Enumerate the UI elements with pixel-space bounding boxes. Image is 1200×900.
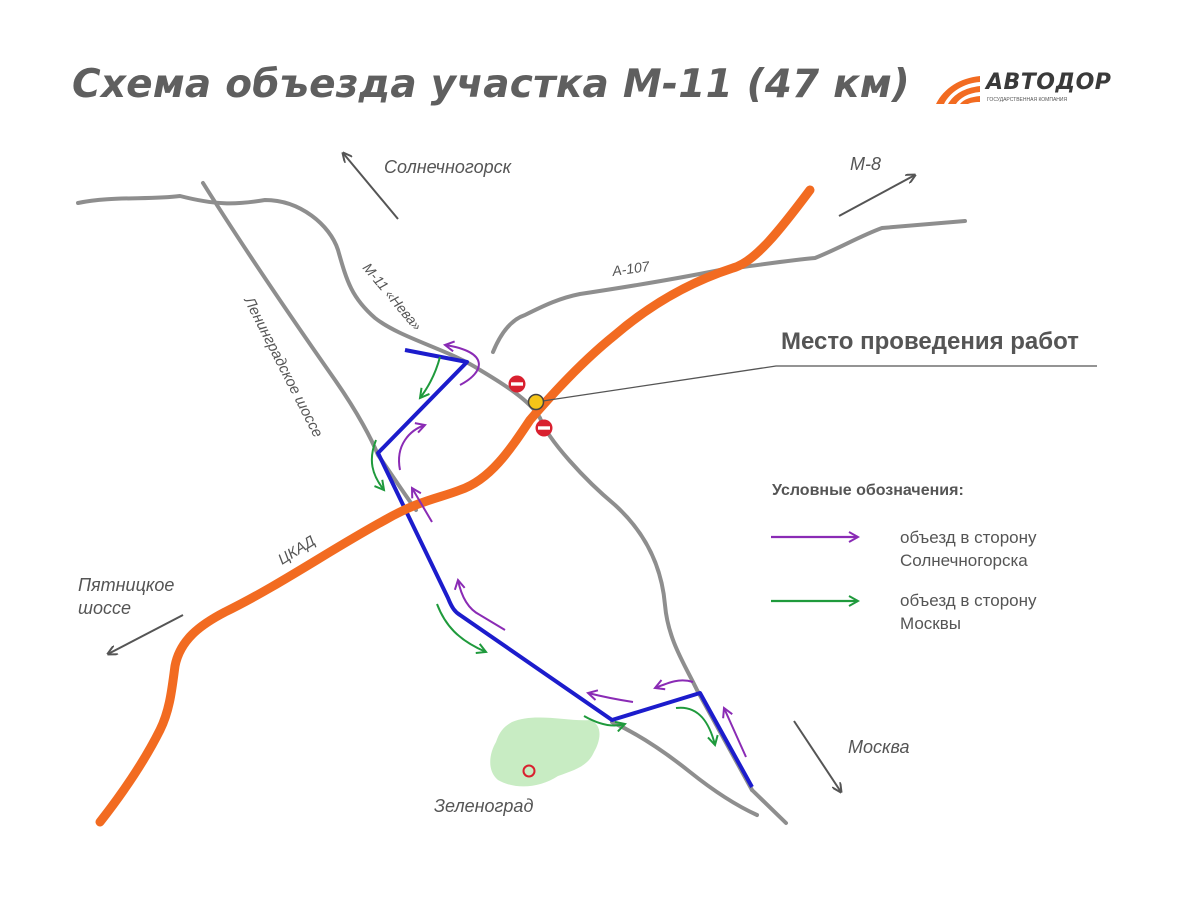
detour-route (376, 348, 754, 788)
work-site-label: Место проведения работ (781, 328, 1079, 355)
no-entry-sign-south-icon (535, 419, 553, 437)
purple-arrow-5 (588, 693, 634, 703)
road-m11-north (76, 194, 754, 792)
label-m8: М-8 (850, 154, 881, 174)
purple-arrow-6 (655, 680, 694, 688)
road-m11-south (750, 788, 788, 825)
arrow-to-solnechnogorsk-icon (343, 153, 399, 220)
legend-item-line1: объезд в сторону (900, 528, 1037, 547)
arrow-to-m8-icon (838, 175, 915, 217)
legend-title: Условные обозначения: (772, 482, 964, 499)
no-entry-sign-north-icon (508, 375, 526, 393)
legend-item-moskva: объезд в сторону Москвы (900, 589, 1037, 635)
work-site-leader-line (535, 365, 1097, 403)
label-zelenograd: Зеленоград (434, 796, 533, 816)
label-moskva: Москва (848, 737, 910, 757)
label-solnechnogorsk: Солнечногорск (384, 157, 513, 177)
purple-arrow-2 (398, 425, 425, 471)
purple-arrow-4 (458, 580, 506, 631)
legend-item-line2: Москвы (900, 614, 961, 633)
arrow-to-moskva-icon (793, 720, 841, 792)
work-site-marker-icon (527, 393, 545, 411)
avtodor-logo-icon (936, 76, 980, 104)
logo-subtitle: ГОСУДАРСТВЕННАЯ КОМПАНИЯ (987, 97, 1068, 103)
avtodor-logo: АВТОДОР ГОСУДАРСТВЕННАЯ КОМПАНИЯ (934, 70, 1124, 110)
purple-arrow-3 (412, 488, 433, 523)
green-arrow-4 (583, 715, 625, 726)
label-pyatnitskoe-1: Пятницкое (78, 575, 174, 595)
arrow-to-pyatnitskoe-icon (108, 614, 184, 654)
legend-item-line2: Солнечногорска (900, 551, 1028, 570)
zelenograd-area (490, 717, 600, 787)
label-m11: М-11 «Нева» (360, 260, 426, 334)
zelenograd-marker-icon (522, 764, 536, 778)
purple-arrow-7 (724, 708, 747, 758)
legend-item-solnechnogorsk: объезд в сторону Солнечногорска (900, 526, 1037, 572)
legend-item-line1: объезд в сторону (900, 591, 1037, 610)
label-pyatnitskoe-2: шоссе (78, 598, 131, 618)
purple-arrow-1 (445, 345, 480, 386)
green-arrow-3 (436, 603, 486, 652)
page-title: Схема объезда участка М-11 (47 км) (72, 62, 910, 107)
road-a107 (491, 219, 967, 354)
green-arrow-2 (370, 439, 384, 490)
label-leningradskoe: Ленинградское шоссе (240, 293, 326, 440)
road-zelenograd-south (610, 720, 759, 817)
road-leningradskoe (201, 181, 418, 512)
green-arrow-5 (675, 706, 715, 745)
road-tskad (95, 185, 815, 827)
logo-name: АВТОДОР (986, 70, 1112, 95)
green-arrow-1 (420, 356, 441, 398)
label-a107: А-107 (610, 258, 651, 279)
